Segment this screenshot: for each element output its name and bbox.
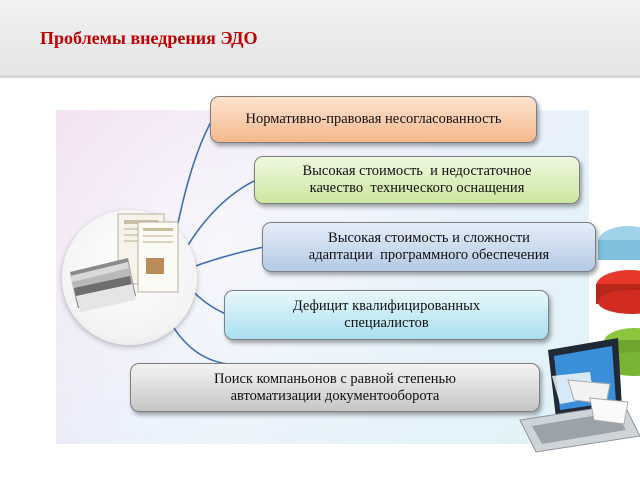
problem-line: Высокая стоимость и сложности — [328, 230, 530, 246]
problem-line: Высокая стоимость и недостаточное — [302, 163, 532, 179]
header-bar — [0, 0, 640, 78]
problem-line: качество технического оснащения — [309, 180, 525, 196]
problem-line: адаптации программного обеспечения — [308, 247, 550, 263]
problem-line: Поиск компаньонов с равной степенью — [214, 370, 456, 387]
problem-line: специалистов — [344, 315, 429, 331]
problem-box-specialists: Дефицит квалифицированных специалистов — [224, 290, 549, 340]
problem-line: Дефицит квалифицированных — [292, 298, 481, 314]
problem-line: Нормативно-правовая несогласованность — [245, 111, 502, 127]
problem-box-legal: Нормативно-правовая несогласованность — [210, 96, 537, 143]
problem-line: автоматизации документооборота — [230, 387, 440, 404]
problem-box-partners: Поиск компаньонов с равной степенью авто… — [130, 363, 540, 412]
problem-box-equipment: Высокая стоимость и недостаточное качест… — [254, 156, 580, 204]
slide-title: Проблемы внедрения ЭДО — [40, 28, 258, 48]
problem-box-software: Высокая стоимость и сложности адаптации … — [262, 222, 596, 272]
